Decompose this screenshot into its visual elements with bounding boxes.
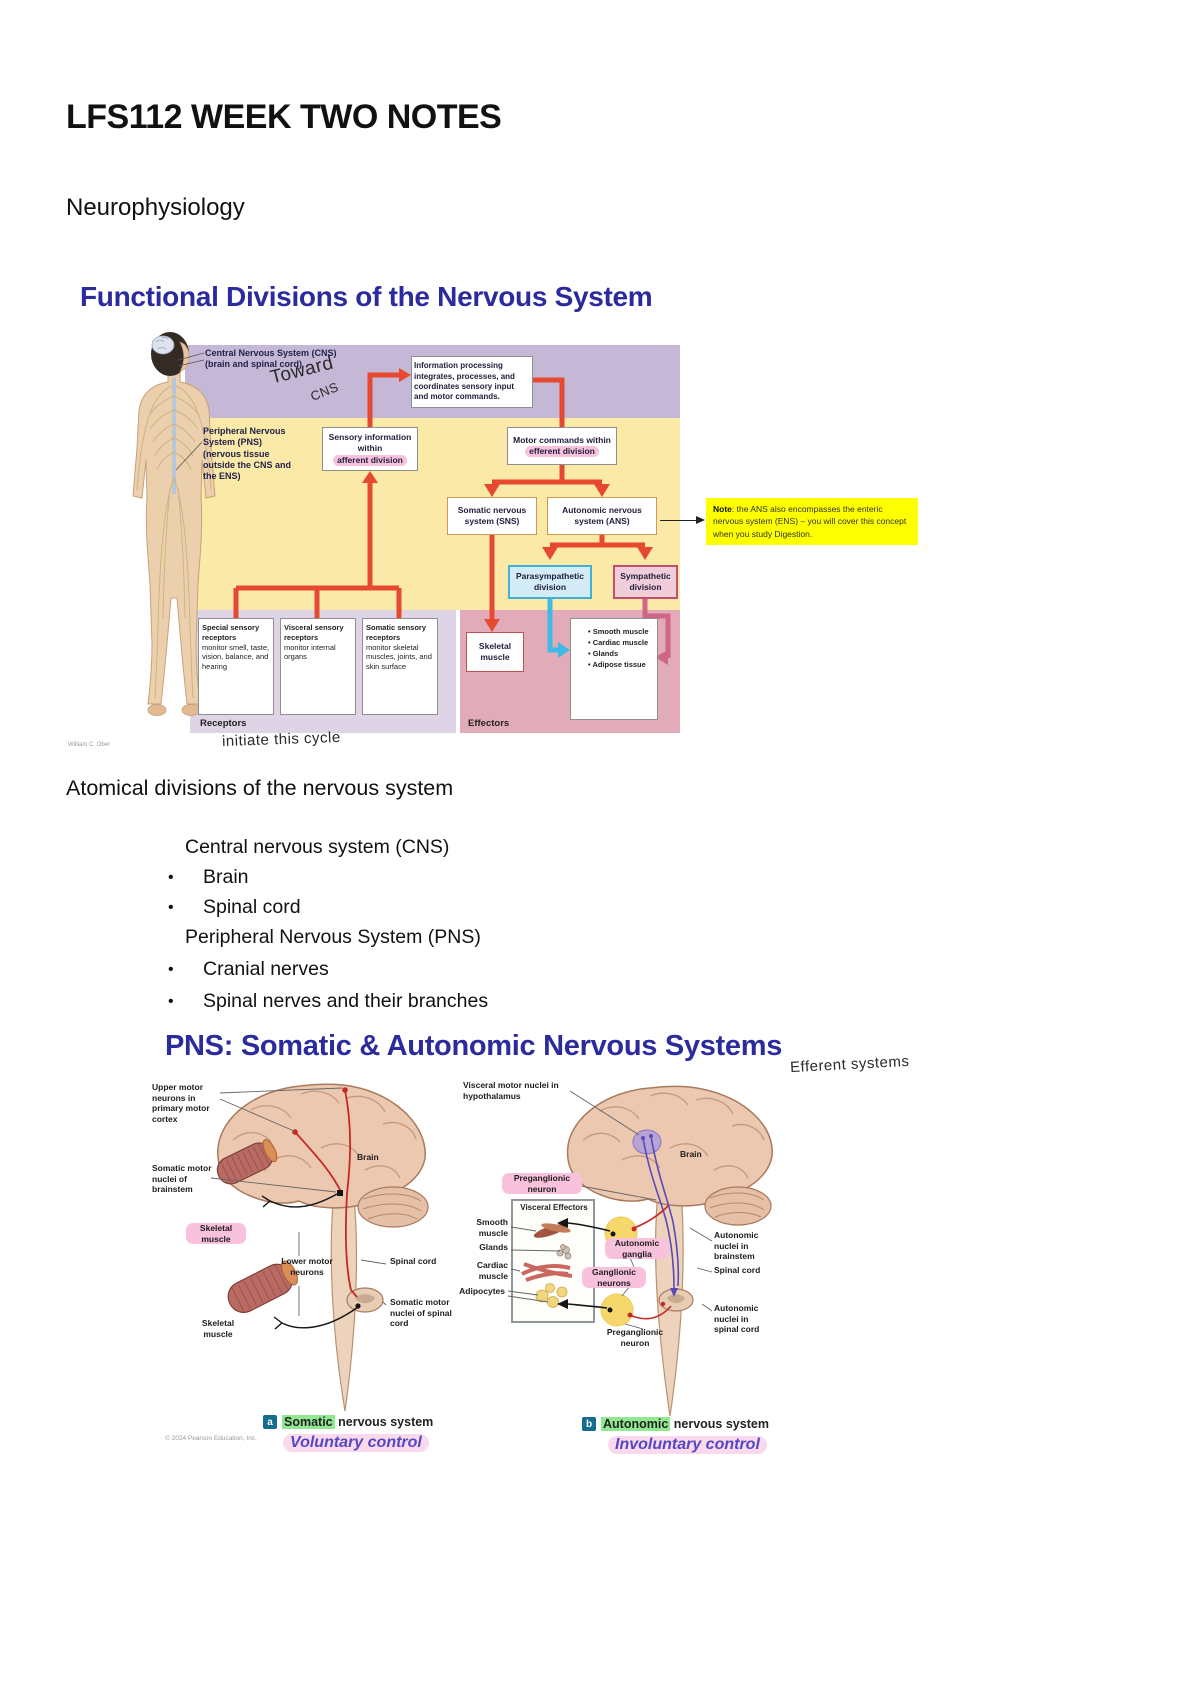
postganglionic-black — [567, 1222, 611, 1309]
skeletal-muscle-box: Skeletal muscle — [466, 632, 524, 672]
somatic-sensory-box: Somatic sensory receptors monitor skelet… — [362, 618, 438, 715]
list-item-spinal-nerves: Spinal nerves and their branches — [168, 990, 488, 1013]
label-brain-left: Brain — [357, 1152, 379, 1162]
sns-box: Somatic nervous system (SNS) — [447, 497, 537, 535]
cns-list-header: Central nervous system (CNS) — [185, 836, 450, 858]
label-autonomic-spinal: Autonomic nuclei in spinal cord — [714, 1303, 760, 1335]
handwriting-initiate-cycle: initiate this cycle — [221, 728, 341, 751]
caption-autonomic: b Autonomic nervous system — [582, 1417, 769, 1431]
label-autonomic-brainstem: Autonomic nuclei in brainstem — [714, 1230, 759, 1262]
receptors-label: Receptors — [200, 718, 247, 729]
cerebellum-left — [357, 1186, 429, 1228]
label-adipocytes: Adipocytes — [459, 1286, 505, 1296]
label-skeletal-muscle-1: Skeletal muscle — [186, 1223, 246, 1245]
cerebellum-right — [704, 1186, 772, 1226]
label-visceral-nuclei: Visceral motor nuclei in hypothalamus — [463, 1080, 559, 1101]
skeletal-muscle-lower — [227, 1260, 298, 1314]
figure1-credit: William C. Ober — [68, 742, 111, 748]
human-body-illustration — [132, 332, 216, 716]
label-autonomic-ganglia: Autonomic ganglia — [605, 1238, 669, 1260]
motor-pathway-red — [294, 1089, 358, 1298]
brain-left — [217, 1083, 426, 1209]
cns-label: Central Nervous System (CNS) (brain and … — [205, 348, 337, 370]
visceral-sensory-box: Visceral sensory receptors monitor inter… — [280, 618, 356, 715]
caption-somatic: a Somatic nervous system — [263, 1415, 433, 1429]
motor-axons-black — [261, 1193, 359, 1330]
effector-list: Smooth muscle Cardiac muscle Glands Adip… — [570, 618, 658, 720]
list-item-spinal-cord: Spinal cord — [168, 896, 301, 919]
face — [179, 341, 190, 373]
label-spinal-cord-right: Spinal cord — [714, 1265, 761, 1275]
afferent-highlight: afferent division — [333, 454, 407, 466]
figure2-diagram: Upper motor neurons in primary motor cor… — [150, 1075, 890, 1470]
label-somatic-brainstem: Somatic motor nuclei of brainstem — [152, 1163, 212, 1195]
page-subtitle: Neurophysiology — [66, 194, 245, 221]
pns-list-header: Peripheral Nervous System (PNS) — [185, 926, 481, 948]
effectors-label: Effectors — [468, 718, 510, 729]
list-item-cranial-nerves: Cranial nerves — [168, 958, 329, 981]
badge-a: a — [263, 1415, 277, 1429]
flowchart-arrows — [175, 352, 671, 717]
gland-icon — [556, 1244, 572, 1260]
handwriting-efferent-systems: Efferent systems — [789, 1052, 910, 1077]
label-somatic-spinal: Somatic motor nuclei of spinal cord — [390, 1297, 452, 1329]
label-cardiac-muscle: Cardiac muscle — [476, 1260, 508, 1281]
list-item-brain: Brain — [168, 866, 249, 889]
label-brain-right: Brain — [680, 1149, 702, 1159]
somatic-brain-illustration — [210, 1083, 429, 1412]
brainstem-nucleus — [337, 1190, 343, 1196]
special-sensory-box: Special sensory receptors monitor smell,… — [198, 618, 274, 715]
notes-heading: Atomical divisions of the nervous system — [66, 776, 454, 800]
cardiac-muscle-icon — [521, 1262, 573, 1282]
ans-box: Autonomic nervous system (ANS) — [547, 497, 657, 535]
voluntary-control: Voluntary control — [283, 1434, 429, 1452]
figure2-title: PNS: Somatic & Autonomic Nervous Systems — [165, 1030, 783, 1062]
label-ganglionic-neurons: Gan­glionic neurons — [582, 1267, 646, 1289]
leader-lines — [175, 352, 205, 471]
label-preganglionic-2: Preganglionic neuron — [606, 1327, 664, 1348]
brain-right — [566, 1085, 773, 1207]
badge-b: b — [582, 1417, 596, 1431]
visceral-effectors-box — [511, 1199, 595, 1323]
note-arrow-head — [696, 516, 705, 524]
involuntary-control: Involuntary control — [608, 1436, 767, 1454]
preganglionic-red — [629, 1205, 672, 1320]
label-lower-motor: Lower motor neurons — [281, 1256, 333, 1277]
leader-lines-right — [507, 1090, 713, 1330]
figure1-diagram: Central Nervous System (CNS) (brain and … — [120, 320, 680, 735]
label-smooth-muscle: Smooth muscle — [476, 1217, 508, 1238]
skeletal-muscle-upper — [216, 1139, 278, 1185]
ans-note: Note: the ANS also encompasses the enter… — [706, 498, 918, 545]
label-upper-motor: Upper motor neurons in primary motor cor… — [152, 1082, 210, 1124]
sympathetic-box: Sympathetic division — [613, 565, 678, 599]
efferent-highlight: efferent division — [525, 446, 599, 458]
label-skeletal-muscle-2: Skeletal muscle — [201, 1318, 235, 1339]
pns-label: Peripheral Nervous System (PNS) (nervous… — [203, 426, 292, 481]
leader-lines-left — [210, 1087, 387, 1316]
adipocytes-icon — [535, 1283, 568, 1308]
visceral-pathway-purple — [642, 1135, 680, 1289]
autonomic-ganglion-lower — [600, 1293, 634, 1327]
label-glands: Glands — [479, 1242, 508, 1252]
label-visceral-effectors: Visceral Effectors — [520, 1203, 588, 1212]
label-spinal-cord-left: Spinal cord — [390, 1256, 437, 1266]
sensory-box: Sensory information within afferent divi… — [322, 427, 418, 471]
note-arrow-line — [660, 520, 697, 521]
parasympathetic-box: Parasympathetic division — [508, 565, 592, 599]
page-title: LFS112 WEEK TWO NOTES — [66, 98, 502, 136]
nerves — [136, 385, 212, 699]
label-preganglionic-1: Preganglionic neuron — [502, 1173, 582, 1195]
figure2-copyright: © 2024 Pearson Education, Inc. — [165, 1435, 257, 1442]
motor-box: Motor commands within efferent division — [507, 427, 617, 465]
red-arrows — [233, 372, 645, 619]
info-processing-box: Information processing integrates, proce… — [411, 356, 533, 408]
figure1-title: Functional Divisions of the Nervous Syst… — [80, 281, 653, 312]
